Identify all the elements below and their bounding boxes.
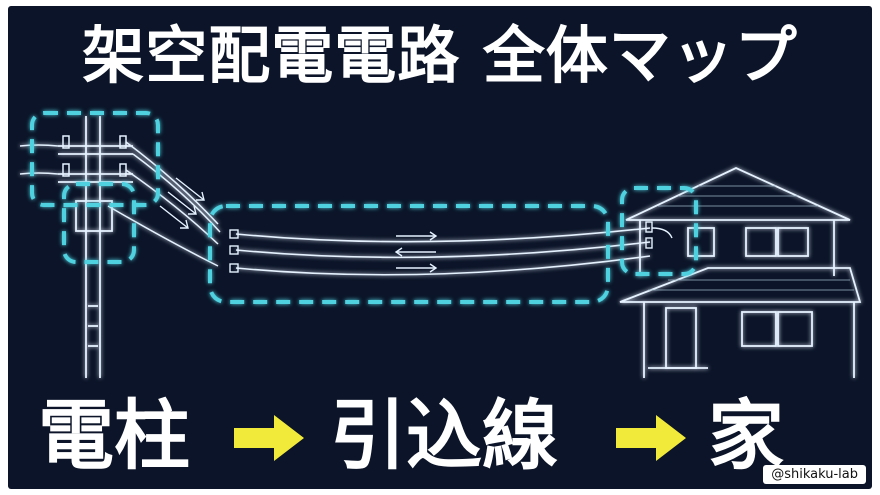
house	[619, 167, 862, 378]
insulators	[62, 135, 127, 177]
highlight-box-pole-top	[30, 111, 160, 207]
flow-arrows-drop	[394, 231, 438, 273]
highlight-box-house-entrance	[620, 186, 698, 276]
highlight-box-transformer	[62, 182, 136, 264]
highlight-box-service-drop	[208, 204, 610, 304]
diagram-frame: 架空配電電路 全体マップ	[8, 6, 872, 489]
label-pole: 電柱	[38, 391, 190, 480]
house-service-entrance	[645, 221, 673, 249]
service-drop-wires	[235, 227, 651, 276]
house-roof-lines	[648, 185, 854, 291]
utility-pole	[58, 116, 133, 378]
page-title: 架空配電電路 全体マップ	[82, 19, 798, 92]
label-service-drop: 引込線	[330, 391, 558, 480]
flow-labels: 電柱 引込線 家	[8, 391, 872, 481]
flow-arrows-pole	[159, 177, 205, 229]
distribution-scene	[19, 111, 862, 380]
highlight-boxes	[30, 111, 698, 304]
watermark: @shikaku-lab	[763, 465, 866, 484]
arrow-right-icon	[234, 415, 304, 461]
arrow-right-icon	[616, 415, 686, 461]
service-drop-connectors	[229, 229, 239, 273]
